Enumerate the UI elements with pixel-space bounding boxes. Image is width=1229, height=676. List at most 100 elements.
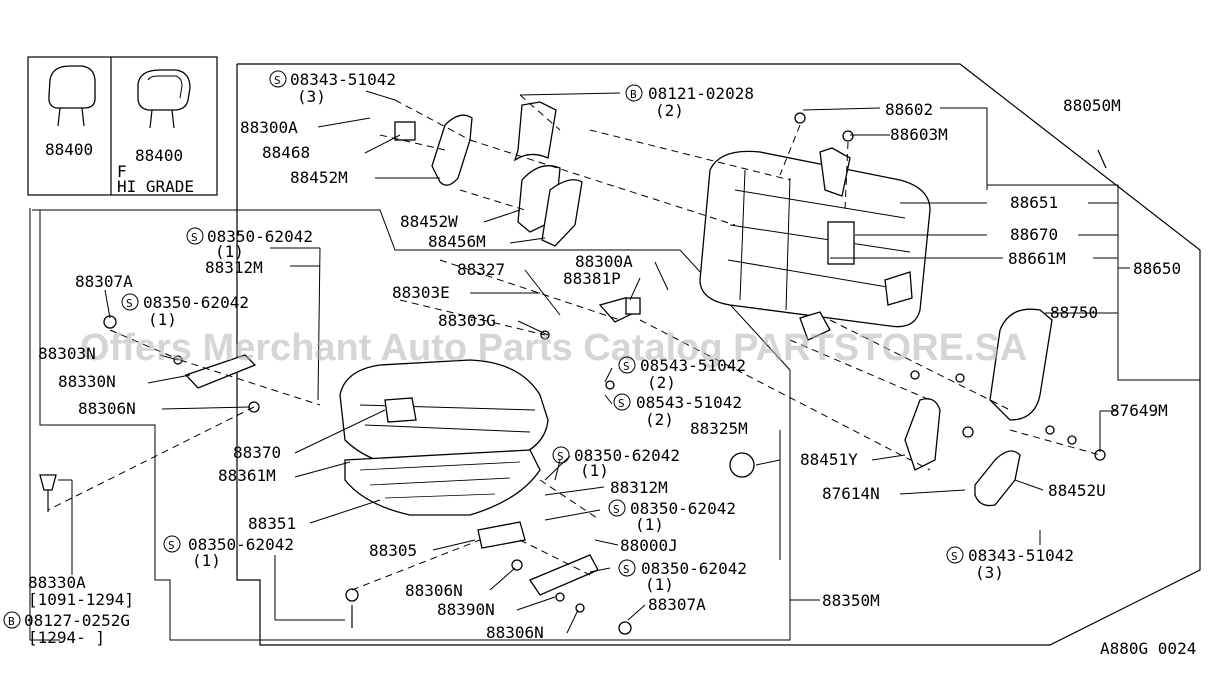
- standard-part-s-icon: [946, 546, 964, 564]
- callout-88312m-top: 88312M: [205, 258, 263, 277]
- callout-88468: 88468: [262, 143, 310, 162]
- headrest-hi-grade-label: 88400: [135, 146, 183, 165]
- callout-88303e: 88303E: [392, 283, 450, 302]
- brackets-and-fasteners-drawing: [39, 112, 1106, 635]
- headrest-hi-grade-drawing: [137, 69, 191, 129]
- hi-grade-note-grade: HI GRADE: [117, 177, 194, 196]
- callout-88670: 88670: [1010, 225, 1058, 244]
- standard-part-s-icon: [186, 227, 204, 245]
- callout-88452w: 88452W: [400, 212, 458, 231]
- callout-08343-51042-top: 08343-51042: [290, 70, 396, 89]
- callout-88370: 88370: [233, 443, 281, 462]
- callout-88303n: 88303N: [38, 344, 96, 363]
- standard-part-s-icon: [618, 356, 636, 374]
- callout-88390n: 88390N: [437, 600, 495, 619]
- seat-cushion-drawing: [339, 359, 549, 516]
- symbol-s: S: [623, 563, 630, 576]
- callout-88306n-bottom: 88306N: [486, 623, 544, 642]
- callout-88300a-top: 88300A: [240, 118, 298, 137]
- headrest-standard-drawing: [48, 65, 96, 127]
- callout-88000j: 88000J: [620, 536, 678, 555]
- hi-grade-note-f: F: [117, 162, 127, 181]
- callout-08350-qty-f: (1): [645, 575, 674, 594]
- callout-08350-62042-c: 08350-62042: [574, 446, 680, 465]
- callout-88750: 88750: [1050, 303, 1098, 322]
- callout-08343-qty-bottom: (3): [975, 563, 1004, 582]
- callout-88452u: 88452U: [1048, 481, 1106, 500]
- assembly-boundaries: [29, 63, 1201, 646]
- symbol-s: S: [168, 539, 175, 552]
- callout-88451y: 88451Y: [800, 450, 858, 469]
- callout-88661m: 88661M: [1008, 249, 1066, 268]
- callout-88330a: 88330A: [28, 573, 86, 592]
- callout-88381p: 88381P: [563, 269, 621, 288]
- callout-88603m: 88603M: [890, 125, 948, 144]
- callout-labels: S 08343-51042 (3) B 08121-02028 (2) 8830…: [3, 70, 1196, 658]
- callout-87614n: 87614N: [822, 484, 880, 503]
- callout-88330n: 88330N: [58, 372, 116, 391]
- headrest-inset: 88400 88400 F HI GRADE: [27, 56, 218, 196]
- callout-08350-qty-d: (1): [635, 515, 664, 534]
- callout-08350-qty-e: (1): [192, 551, 221, 570]
- callout-88327: 88327: [457, 260, 505, 279]
- callout-08350-62042-b: 08350-62042: [143, 293, 249, 312]
- symbol-s: S: [623, 360, 630, 373]
- headrest-standard-label: 88400: [45, 140, 93, 159]
- callout-08350-62042-e: 08350-62042: [188, 535, 294, 554]
- callout-88307a-bottom: 88307A: [648, 595, 706, 614]
- standard-part-s-icon: [121, 293, 139, 311]
- callout-08350-qty-a: (1): [215, 242, 244, 261]
- symbol-s: S: [191, 231, 198, 244]
- callout-88350m: 88350M: [822, 591, 880, 610]
- callout-08121-02028: 08121-02028: [648, 84, 754, 103]
- callout-88651: 88651: [1010, 193, 1058, 212]
- callout-88300a-mid: 88300A: [575, 252, 633, 271]
- callout-88361m: 88361M: [218, 466, 276, 485]
- callout-08350-qty-c: (1): [580, 461, 609, 480]
- callout-08543-51042-a: 08543-51042: [640, 356, 746, 375]
- symbol-s: S: [557, 450, 564, 463]
- callout-08350-62042-d: 08350-62042: [630, 499, 736, 518]
- symbol-b: B: [8, 615, 15, 628]
- callout-88325m: 88325M: [690, 419, 748, 438]
- callout-88312m-mid: 88312M: [610, 478, 668, 497]
- callout-87649m: 87649M: [1110, 401, 1168, 420]
- callout-08343-51042-bottom: 08343-51042: [968, 546, 1074, 565]
- standard-part-s-icon: [163, 535, 181, 553]
- callout-88456m: 88456M: [428, 232, 486, 251]
- callout-88050m: 88050M: [1063, 96, 1121, 115]
- standard-part-b-icon: [625, 84, 643, 102]
- callout-88305: 88305: [369, 541, 417, 560]
- callout-88351: 88351: [248, 514, 296, 533]
- callout-08350-62042-a: 08350-62042: [207, 227, 313, 246]
- standard-part-b-icon: [3, 611, 21, 629]
- standard-part-s-icon: [552, 446, 570, 464]
- callout-88602: 88602: [885, 100, 933, 119]
- callout-08543-51042-b: 08543-51042: [636, 393, 742, 412]
- callout-08543-qty-b: (2): [645, 410, 674, 429]
- diagram-code: A880G 0024: [1100, 639, 1196, 658]
- callout-88330a-range: [1091-1294]: [28, 590, 134, 609]
- symbol-s: S: [613, 503, 620, 516]
- callout-88650: 88650: [1133, 259, 1181, 278]
- standard-part-s-icon: [608, 499, 626, 517]
- symbol-s: S: [274, 74, 281, 87]
- callout-88307a-left: 88307A: [75, 272, 133, 291]
- symbol-b: B: [630, 88, 637, 101]
- watermark-text: Offers Merchant Auto Parts Catalog PARTS…: [80, 327, 1027, 369]
- standard-part-s-icon: [613, 393, 631, 411]
- leader-lines: [58, 90, 1200, 634]
- exploded-guide-lines: [47, 94, 1101, 591]
- symbol-s: S: [618, 397, 625, 410]
- callout-88306n-left: 88306N: [78, 399, 136, 418]
- callout-88452m: 88452M: [290, 168, 348, 187]
- callout-08127-range: [1294- ]: [28, 628, 105, 647]
- callout-08127-0252g: 08127-0252G: [24, 611, 130, 630]
- standard-part-s-icon: [269, 70, 287, 88]
- hinge-plates-drawing: [394, 101, 642, 323]
- standard-part-s-icon: [618, 559, 636, 577]
- callout-08121-qty: (2): [655, 101, 684, 120]
- callout-88303g: 88303G: [438, 311, 496, 330]
